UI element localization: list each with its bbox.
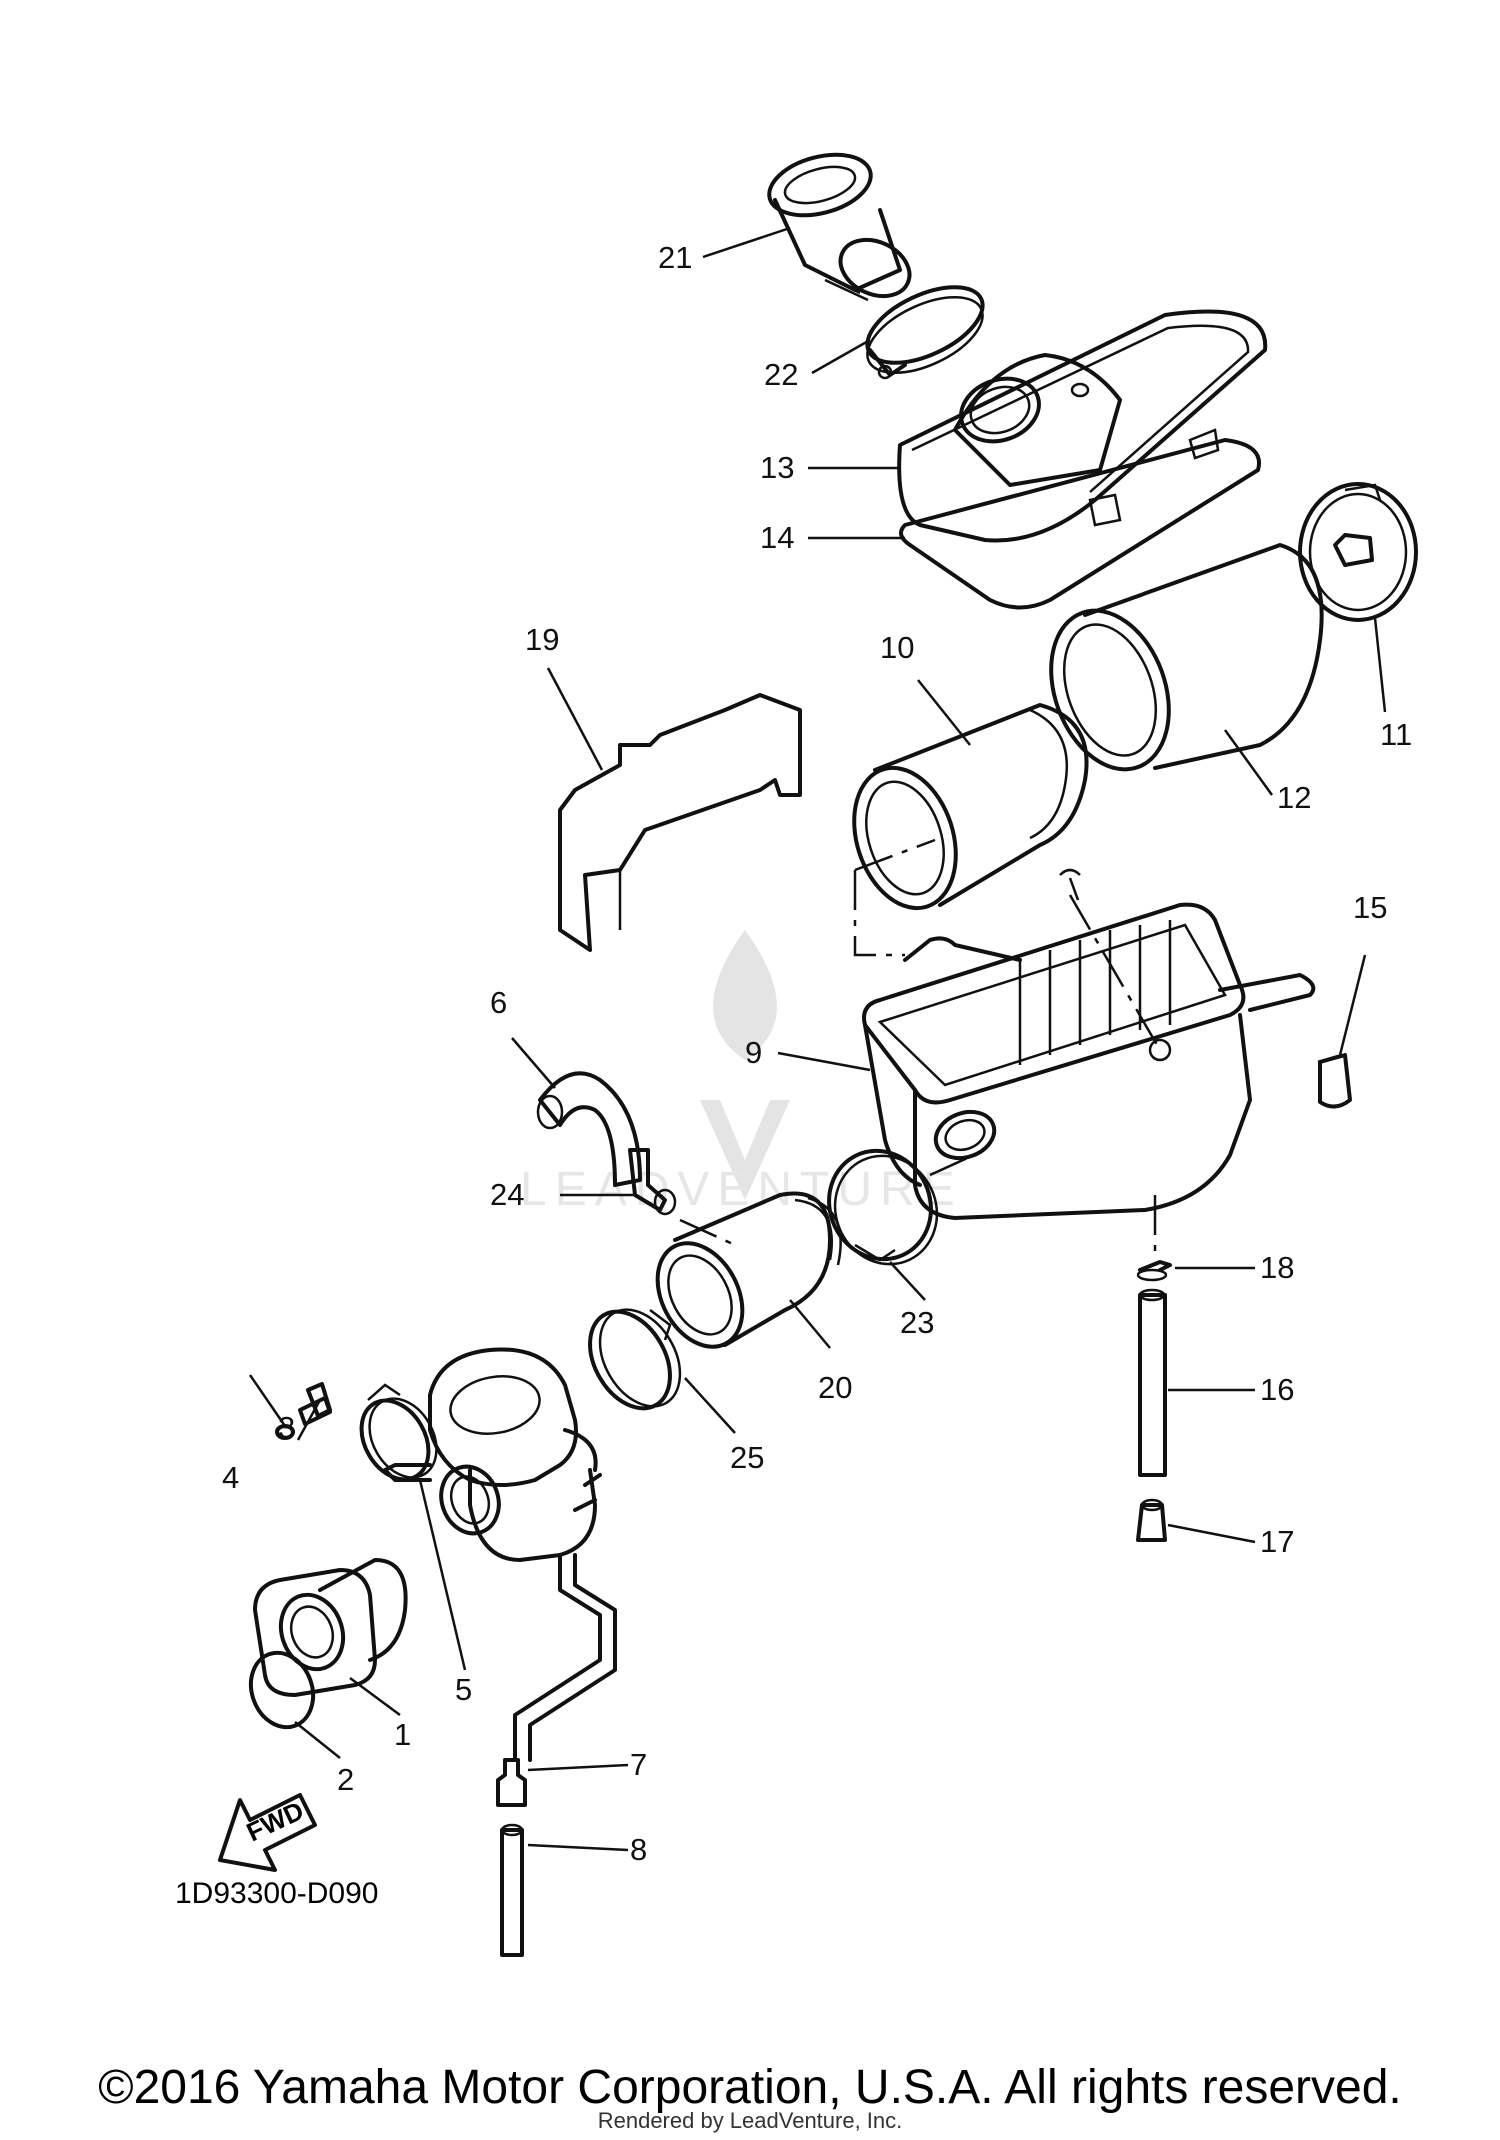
part-19-shield-plate[interactable]: [558, 693, 802, 952]
part-23-clamp[interactable]: [811, 1134, 986, 1281]
callout-24: 24: [490, 1177, 524, 1212]
part-9-air-box-case[interactable]: [862, 868, 1316, 1260]
callout-16: 16: [1260, 1372, 1294, 1407]
callout-6: 6: [490, 985, 507, 1020]
part-16-drain-hose[interactable]: [1138, 1288, 1167, 1477]
copyright-notice: ©2016 Yamaha Motor Corporation, U.S.A. A…: [98, 2061, 1402, 2114]
callout-12: 12: [1277, 780, 1311, 815]
part-15-clip[interactable]: [1317, 1053, 1352, 1109]
callout-21: 21: [658, 240, 692, 275]
leader-lines: [248, 226, 1387, 1852]
part-14-gasket[interactable]: [899, 438, 1262, 610]
part-21-intake-duct[interactable]: [763, 144, 919, 306]
fwd-label: FWD: [242, 1795, 308, 1847]
callout-4: 4: [222, 1460, 239, 1495]
drawing-code: 1D93300-D090: [175, 1877, 378, 1910]
callout-23: 23: [900, 1305, 934, 1340]
part-6-hose[interactable]: [536, 1071, 642, 1187]
callout-13: 13: [760, 450, 794, 485]
callout-14: 14: [760, 520, 794, 555]
callout-25: 25: [730, 1440, 764, 1475]
callout-11: 11: [1380, 717, 1412, 752]
part-8-drain-hose[interactable]: [500, 1823, 524, 1957]
callout-7: 7: [630, 1747, 647, 1782]
callout-19: 19: [525, 622, 559, 657]
callout-10: 10: [880, 630, 914, 665]
callout-3: 3: [278, 1410, 295, 1445]
callout-labels: 21 22 13 14 19 10 12 11 15 9 6 24 23 20 …: [222, 240, 1412, 1867]
callout-5: 5: [455, 1672, 472, 1707]
leadventure-watermark-logo: LEADVENTURE: [520, 930, 963, 1216]
part-10-air-filter-element[interactable]: [837, 703, 1089, 957]
callout-20: 20: [818, 1370, 852, 1405]
fwd-direction-arrow: FWD: [218, 1793, 317, 1872]
part-2-o-ring[interactable]: [241, 1644, 323, 1736]
part-25-clamp[interactable]: [574, 1295, 697, 1422]
callout-8: 8: [630, 1832, 647, 1867]
watermark-text: LEADVENTURE: [520, 1163, 963, 1216]
part-22-clamp[interactable]: [856, 272, 994, 389]
callout-1: 1: [394, 1717, 411, 1752]
callout-2: 2: [337, 1762, 354, 1797]
part-3-bolt[interactable]: [298, 1382, 332, 1426]
part-18-clip[interactable]: [1136, 1260, 1172, 1282]
callout-15: 15: [1353, 890, 1387, 925]
callout-18: 18: [1260, 1250, 1294, 1285]
part-13-air-box-cover[interactable]: [897, 309, 1268, 543]
part-1-carburetor-joint[interactable]: [253, 1558, 408, 1697]
part-12-filter-sleeve[interactable]: [1030, 543, 1324, 786]
carburetor-assembly: [383, 1347, 617, 1762]
part-24-fitting[interactable]: [628, 1148, 677, 1216]
callout-9: 9: [745, 1035, 762, 1070]
part-11-end-cap[interactable]: [1298, 482, 1418, 622]
part-17-plug[interactable]: [1136, 1498, 1167, 1542]
part-7-fitting[interactable]: [496, 1758, 527, 1807]
callout-17: 17: [1260, 1524, 1294, 1559]
part-5-clamp[interactable]: [348, 1383, 450, 1491]
rendered-by-credit: Rendered by LeadVenture, Inc.: [598, 2108, 903, 2133]
callout-22: 22: [764, 357, 798, 392]
part-20-joint-boot[interactable]: [641, 1191, 842, 1361]
